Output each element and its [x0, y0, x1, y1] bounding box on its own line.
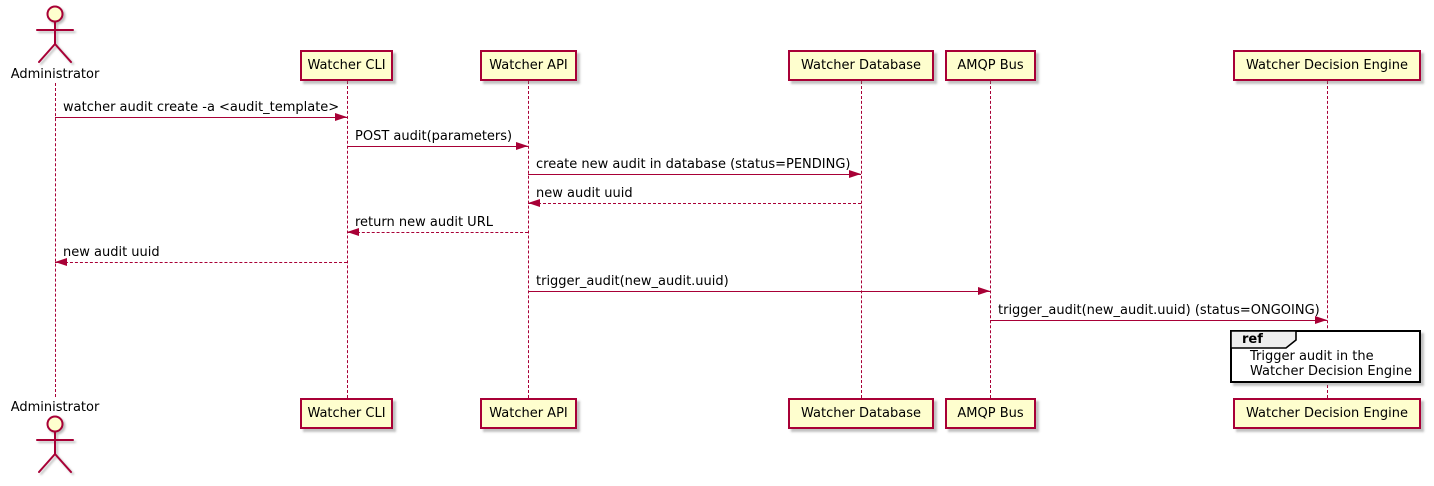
person-icon	[36, 5, 74, 63]
message-arrowhead-7	[978, 287, 990, 295]
participant-watcher-api: Watcher API	[480, 50, 577, 81]
participant-amqp-bus: AMQP Bus	[945, 50, 1036, 81]
lifeline-watcher-decision-engine	[1327, 81, 1328, 398]
message-arrowhead-1	[335, 113, 347, 121]
message-arrowhead-8	[1315, 316, 1327, 324]
ref-text-line: Watcher Decision Engine	[1250, 364, 1412, 379]
message-line-2	[347, 146, 528, 147]
participant-watcher-cli: Watcher CLI	[300, 50, 393, 81]
message-line-7	[528, 291, 990, 292]
participant-amqp-bus: AMQP Bus	[945, 398, 1036, 429]
actor-figure-administrator	[25, 414, 85, 480]
message-arrowhead-3	[849, 170, 861, 178]
person-icon	[36, 415, 74, 473]
message-arrowhead-6	[55, 258, 67, 266]
message-arrowhead-4	[528, 199, 540, 207]
participant-watcher-api: Watcher API	[480, 398, 577, 429]
message-line-5	[347, 232, 528, 233]
participant-watcher-decision-engine: Watcher Decision Engine	[1233, 50, 1421, 81]
message-arrowhead-5	[347, 228, 359, 236]
participant-watcher-database: Watcher Database	[788, 50, 934, 81]
ref-pentagon-icon	[1230, 330, 1297, 349]
message-label-3: create new audit in database (status=PEN…	[536, 157, 851, 172]
message-line-1	[55, 117, 347, 118]
ref-fragment: ref Trigger audit in the Watcher Decisio…	[1230, 330, 1421, 383]
message-label-2: POST audit(parameters)	[355, 129, 513, 144]
participant-watcher-database: Watcher Database	[788, 398, 934, 429]
ref-text: Trigger audit in the Watcher Decision En…	[1250, 349, 1412, 379]
message-label-7: trigger_audit(new_audit.uuid)	[536, 274, 729, 289]
actor-label-administrator: Administrator	[10, 67, 100, 82]
message-arrowhead-2	[516, 142, 528, 150]
message-label-5: return new audit URL	[355, 215, 493, 230]
actor-figure-administrator	[25, 4, 85, 70]
participant-watcher-decision-engine: Watcher Decision Engine	[1233, 398, 1421, 429]
message-label-8: trigger_audit(new_audit.uuid) (status=ON…	[998, 303, 1320, 318]
participant-watcher-cli: Watcher CLI	[300, 398, 393, 429]
message-label-6: new audit uuid	[63, 245, 160, 260]
message-line-4	[528, 203, 861, 204]
message-line-3	[528, 174, 861, 175]
message-label-4: new audit uuid	[536, 186, 633, 201]
lifeline-watcher-cli	[347, 81, 348, 398]
ref-keyword: ref	[1242, 332, 1263, 347]
lifeline-administrator	[55, 83, 56, 397]
message-label-1: watcher audit create -a <audit_template>	[63, 100, 340, 115]
actor-label-administrator: Administrator	[10, 400, 100, 415]
message-line-6	[55, 262, 347, 263]
message-line-8	[990, 320, 1327, 321]
lifeline-amqp-bus	[990, 81, 991, 398]
lifeline-watcher-database	[861, 81, 862, 398]
lifeline-watcher-api	[528, 81, 529, 398]
ref-text-line: Trigger audit in the	[1250, 349, 1374, 364]
